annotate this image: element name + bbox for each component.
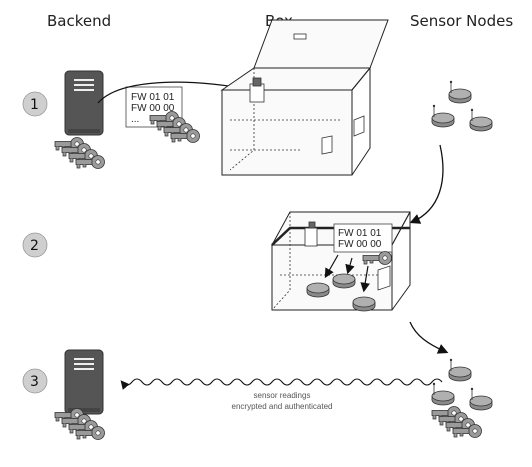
- sensor-nodes-3: [432, 359, 492, 410]
- step-badge-3: 3: [22, 368, 48, 394]
- distribution-arrow: [360, 265, 370, 293]
- step-number: 1: [30, 97, 39, 113]
- step-number: 2: [30, 238, 39, 254]
- step-number: 3: [30, 374, 39, 390]
- backend-server-1: [64, 70, 104, 136]
- open-box: [220, 19, 389, 176]
- firmware-card-2: FW 01 01 FW 00 00: [333, 223, 393, 253]
- distribution-arrow: [324, 254, 339, 279]
- backend-keys-1: [54, 137, 105, 169]
- wireless-link: [120, 378, 443, 390]
- firmware-line: FW 00 00: [338, 239, 382, 250]
- firmware-line: ...: [131, 114, 139, 125]
- sensor-nodes-1: [432, 81, 492, 131]
- link-caption-line-2: encrypted and authenticated: [232, 402, 333, 411]
- firmware-line: FW 01 01: [338, 228, 382, 239]
- column-title-sensor-nodes: Sensor Nodes: [410, 12, 513, 30]
- firmware-line: FW 00 00: [131, 103, 175, 114]
- step-badge-1: 1: [22, 91, 48, 117]
- transfer-arrow-3: [409, 321, 449, 354]
- column-title-backend: Backend: [47, 12, 111, 30]
- step-badge-2: 2: [22, 232, 48, 258]
- backend-server-3: [64, 349, 104, 415]
- firmware-line: FW 01 01: [131, 92, 175, 103]
- transfer-arrow-2: [409, 144, 444, 224]
- distribution-arrow: [345, 257, 355, 275]
- link-caption-line-1: sensor readings: [254, 391, 311, 400]
- sensor-keys-3: [431, 406, 482, 438]
